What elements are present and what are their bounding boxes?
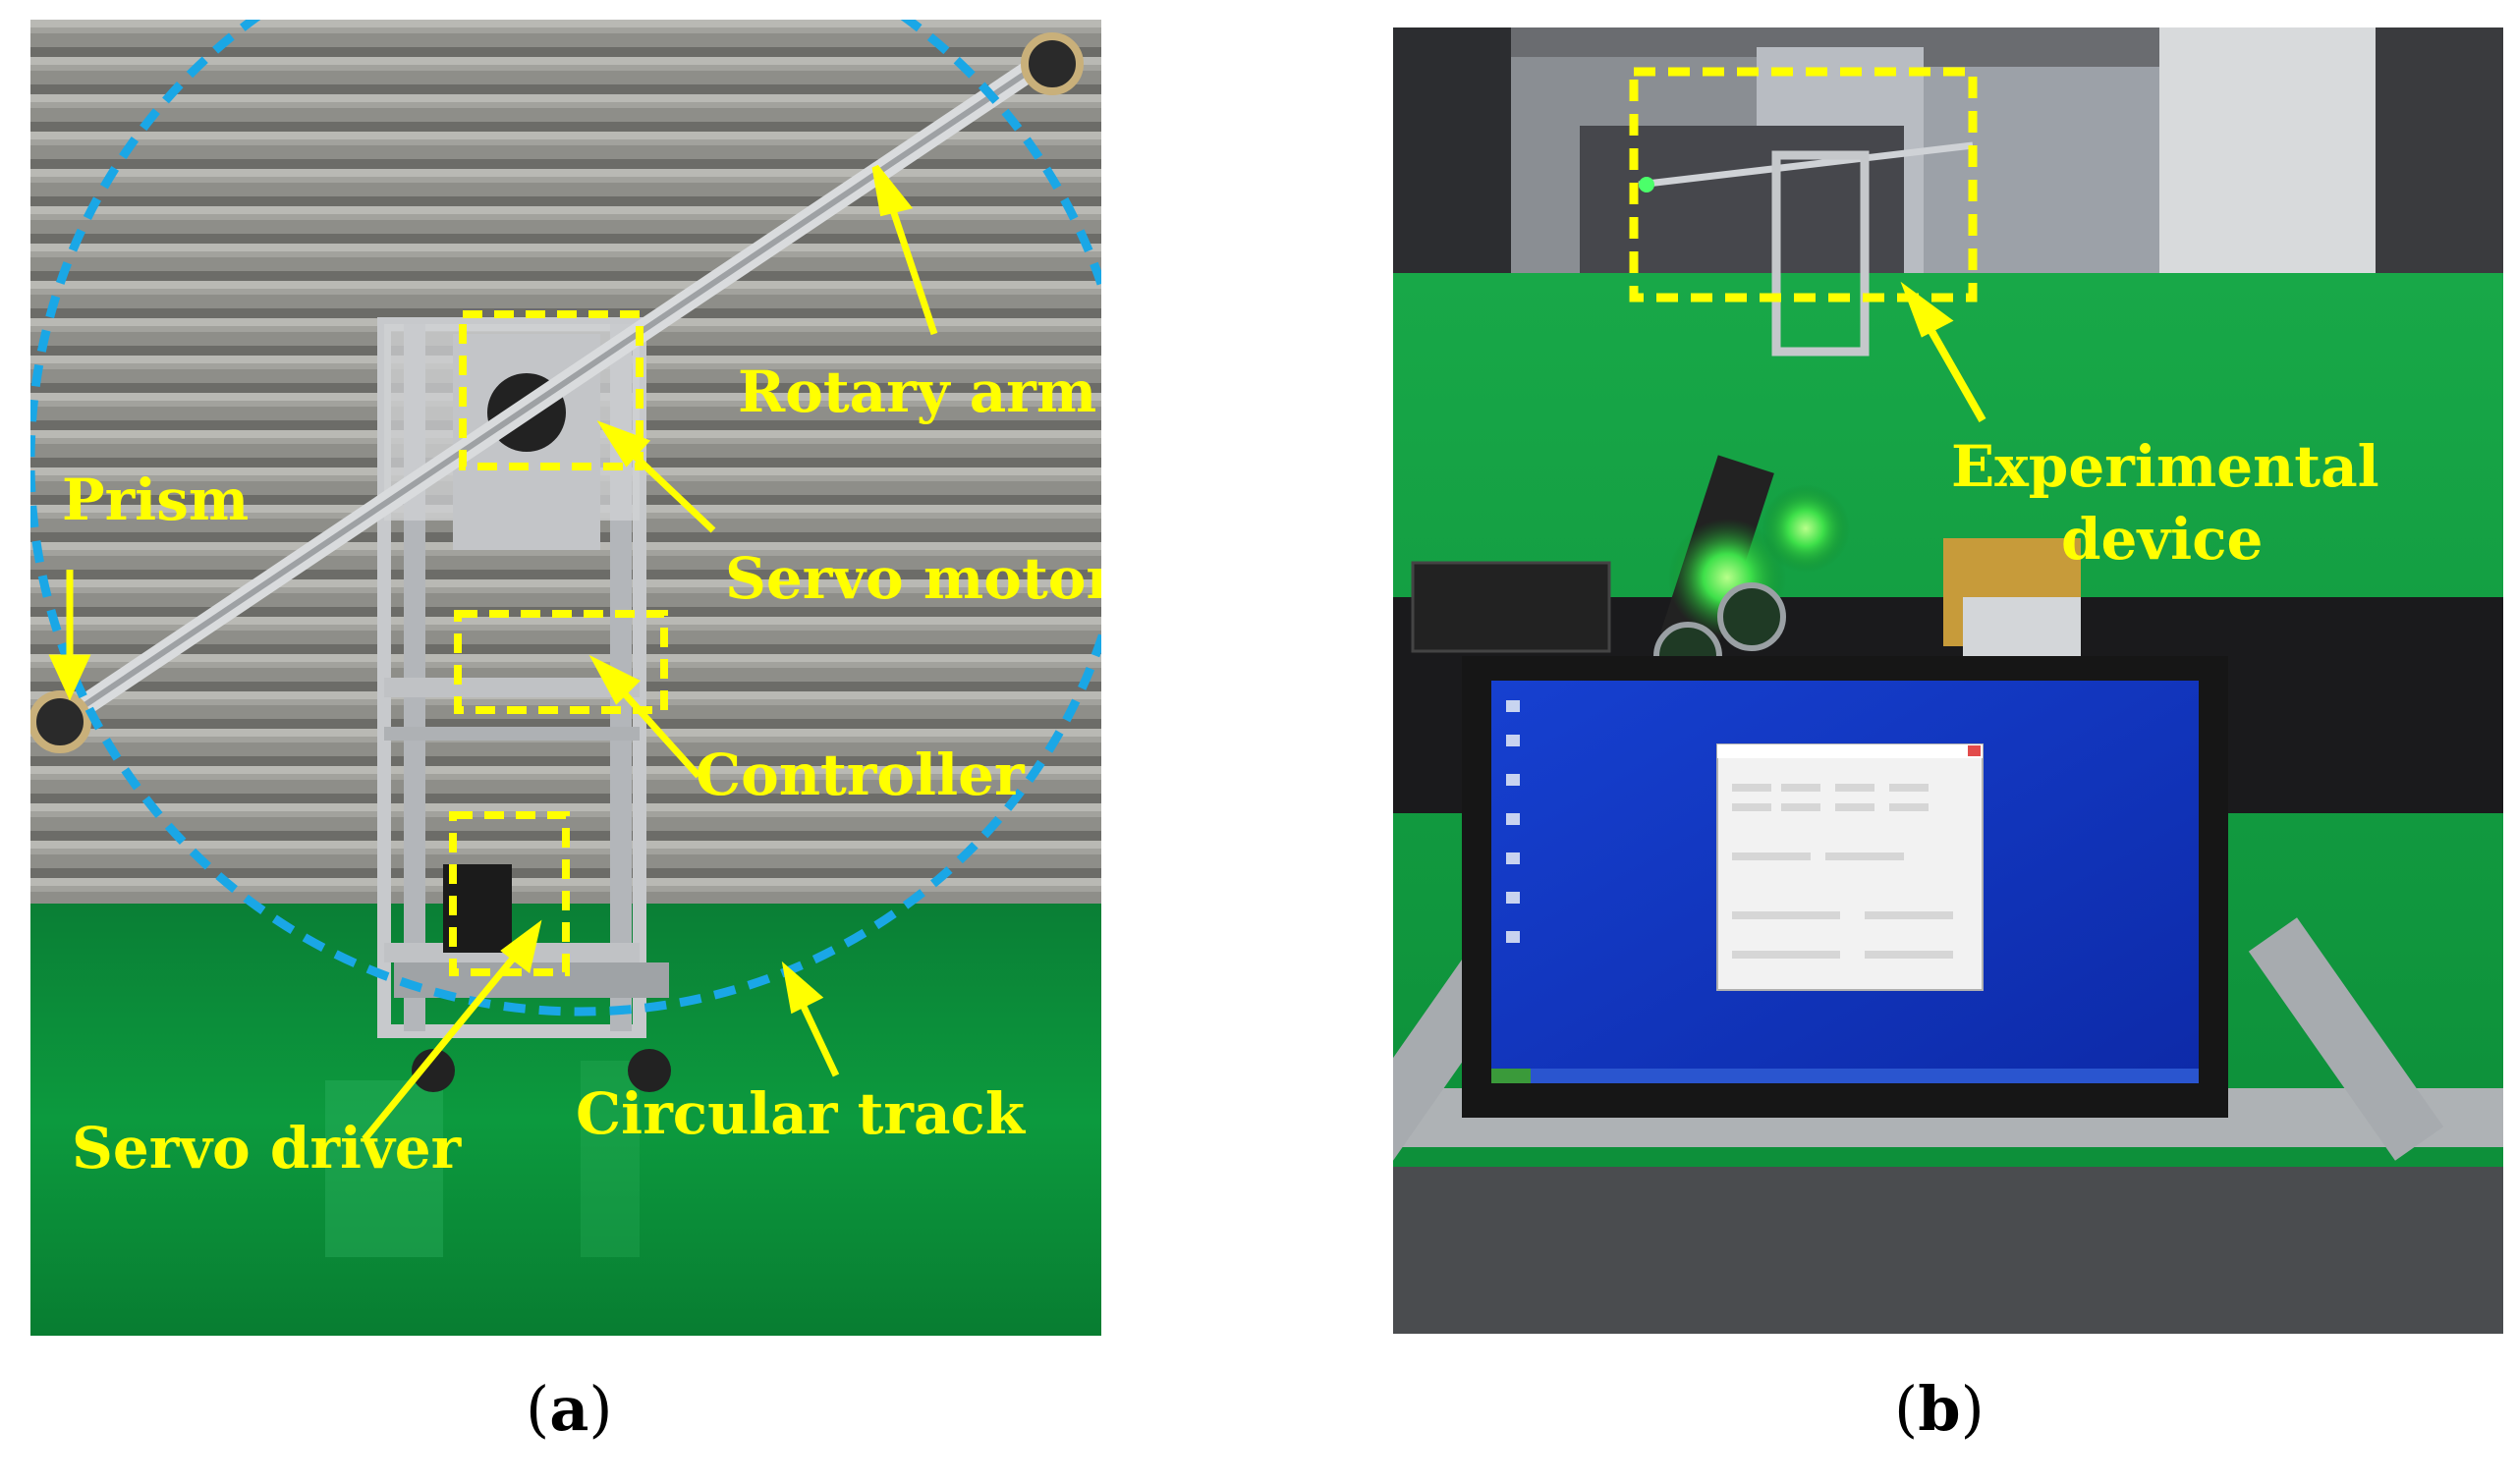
label-servo-driver: Servo driver (72, 1115, 462, 1182)
label-device: device (2061, 506, 2264, 573)
arrow-icon (1900, 281, 1954, 338)
arrow-icon (48, 654, 91, 701)
label-circular-track: Circular track (576, 1080, 1026, 1147)
label-controller: Controller (696, 742, 1025, 808)
arrow-icon (500, 919, 542, 974)
dashed-circle-icon (30, 20, 1101, 1017)
photo-panel-a: Rotary arm Prism Servo motor Controller … (30, 20, 1101, 1336)
laser-tracking-setup-illustration (1393, 27, 2503, 1334)
caption-a-letter: a (549, 1373, 589, 1445)
label-prism: Prism (62, 467, 250, 533)
arrow-icon (596, 420, 651, 467)
dashed-box-icon (1629, 67, 1978, 302)
dashed-box-icon (449, 811, 570, 976)
rotary-arm-rig-illustration (30, 20, 1101, 1336)
arrow-icon (781, 961, 824, 1015)
arrow-icon (871, 164, 914, 217)
caption-a: (a) (526, 1373, 613, 1445)
caption-b-letter: b (1918, 1373, 1961, 1445)
photo-panel-b: Experimental device (1393, 27, 2503, 1334)
dashed-box-icon (459, 310, 643, 470)
caption-b: (b) (1894, 1373, 1985, 1445)
label-rotary-arm: Rotary arm (738, 358, 1097, 425)
label-servo-motor: Servo motor (725, 545, 1101, 612)
label-experimental: Experimental (1951, 433, 2379, 500)
arrow-icon (588, 654, 641, 705)
dashed-box-icon (454, 610, 668, 714)
